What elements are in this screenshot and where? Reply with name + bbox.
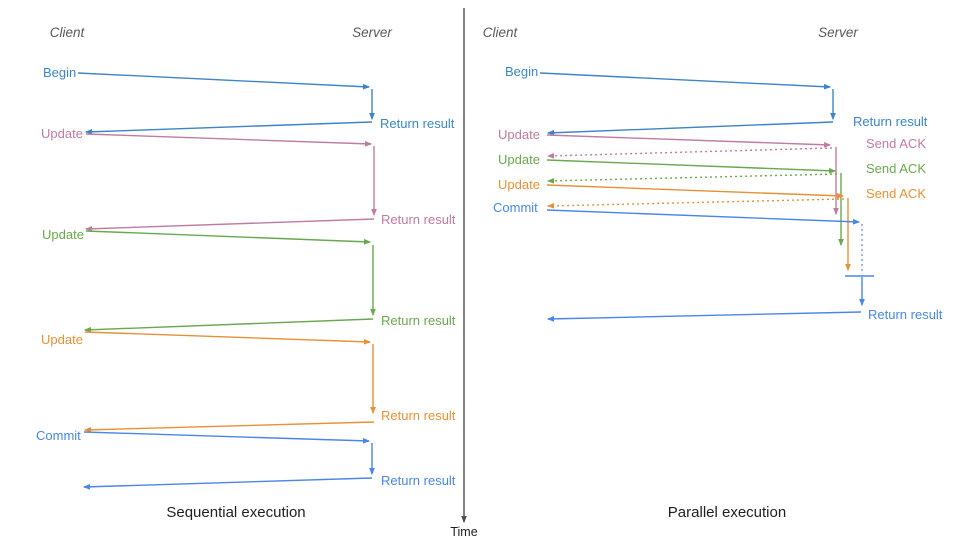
- par-update3-label: Update: [498, 177, 540, 192]
- seq-begin-request: [77, 72, 371, 90]
- par-update2-request: [546, 159, 837, 174]
- par-update3-ack: [546, 198, 845, 209]
- par-update3-ack-label: Send ACK: [866, 186, 926, 201]
- seq-commit-response: [82, 477, 373, 490]
- par-client-header: Client: [483, 25, 519, 40]
- seq-update3-request: [84, 331, 372, 345]
- par-caption: Parallel execution: [668, 504, 786, 521]
- par-update2-ack: [546, 173, 838, 184]
- par-update1-label: Update: [498, 127, 540, 142]
- seq-update3-response: [83, 421, 375, 433]
- par-update1-ack: [546, 147, 833, 159]
- par-begin-request: [539, 72, 832, 90]
- par-begin-response: [546, 121, 834, 136]
- par-commit-request: [546, 209, 861, 225]
- seq-caption: Sequential execution: [166, 504, 305, 521]
- par-commit-label: Commit: [493, 200, 538, 215]
- par-update1-request: [546, 134, 832, 148]
- seq-update1-request: [85, 133, 373, 147]
- seq-update1-label: Update: [41, 126, 83, 141]
- seq-update2-request: [85, 230, 372, 245]
- seq-commit-return-label: Return result: [381, 473, 456, 488]
- seq-update2-label: Update: [42, 227, 84, 242]
- seq-update1-response: [84, 218, 375, 232]
- seq-update3-return-label: Return result: [381, 408, 456, 423]
- seq-client-header: Client: [50, 25, 86, 40]
- time-axis-label: Time: [450, 525, 477, 539]
- seq-update1-return-label: Return result: [381, 212, 456, 227]
- par-commit-response: [546, 311, 862, 322]
- seq-begin-label: Begin: [43, 65, 76, 80]
- seq-begin-return-label: Return result: [380, 116, 455, 131]
- seq-commit-label: Commit: [36, 428, 81, 443]
- seq-commit-request: [83, 431, 371, 444]
- seq-begin-response: [84, 121, 373, 135]
- seq-update3-label: Update: [41, 332, 83, 347]
- par-update2-ack-label: Send ACK: [866, 161, 926, 176]
- seq-update2-response: [83, 318, 374, 333]
- par-update2-label: Update: [498, 152, 540, 167]
- seq-update2-return-label: Return result: [381, 313, 456, 328]
- par-update3-request: [546, 184, 845, 199]
- par-begin-label: Begin: [505, 64, 538, 79]
- seq-server-header: Server: [352, 25, 392, 40]
- par-server-header: Server: [818, 25, 858, 40]
- par-update1-ack-label: Send ACK: [866, 136, 926, 151]
- par-commit-return-label: Return result: [868, 307, 943, 322]
- par-begin-return-label: Return result: [853, 114, 928, 129]
